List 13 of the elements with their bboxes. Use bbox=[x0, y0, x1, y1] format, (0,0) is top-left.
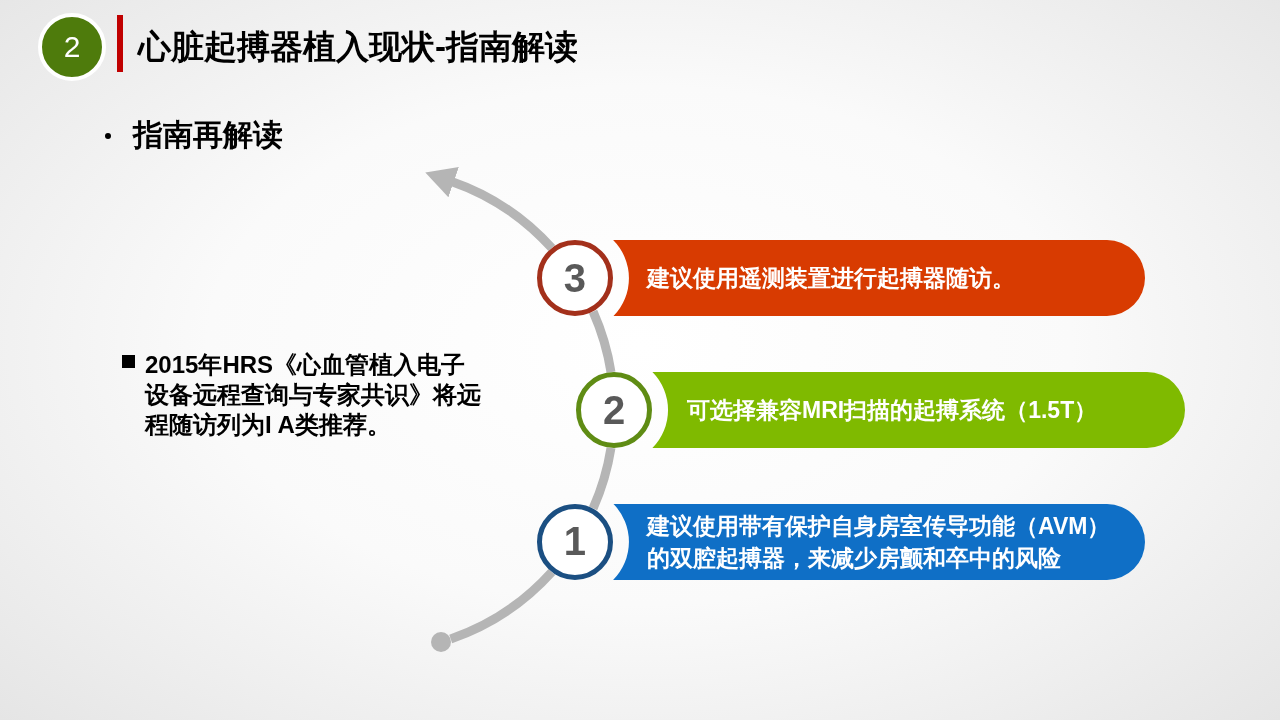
curved-arrow bbox=[425, 167, 555, 252]
banner bbox=[612, 240, 1145, 316]
banner bbox=[652, 372, 1185, 448]
banner-text: 建议使用带有保护自身房室传导功能（AVM）的双腔起搏器，来减少房颤和卒中的风险 bbox=[647, 512, 1112, 573]
banner-text: 建议使用遥测装置进行起搏器随访。 bbox=[647, 264, 1015, 293]
curved-line bbox=[588, 309, 616, 373]
banner bbox=[612, 504, 1145, 580]
curved-line bbox=[448, 568, 555, 644]
curved-line bbox=[588, 447, 616, 511]
bullet-text: 2015年HRS《心血管植入电子设备远程查询与专家共识》将远程随访列为I A类推荐。 bbox=[145, 350, 482, 440]
bullet-heading: 指南再解读 bbox=[133, 117, 284, 153]
banner-text: 可选择兼容MRI扫描的起搏系统（1.5T） bbox=[687, 396, 1098, 425]
slide-title: 心脏起搏器植入现状-指南解读 bbox=[138, 27, 578, 67]
